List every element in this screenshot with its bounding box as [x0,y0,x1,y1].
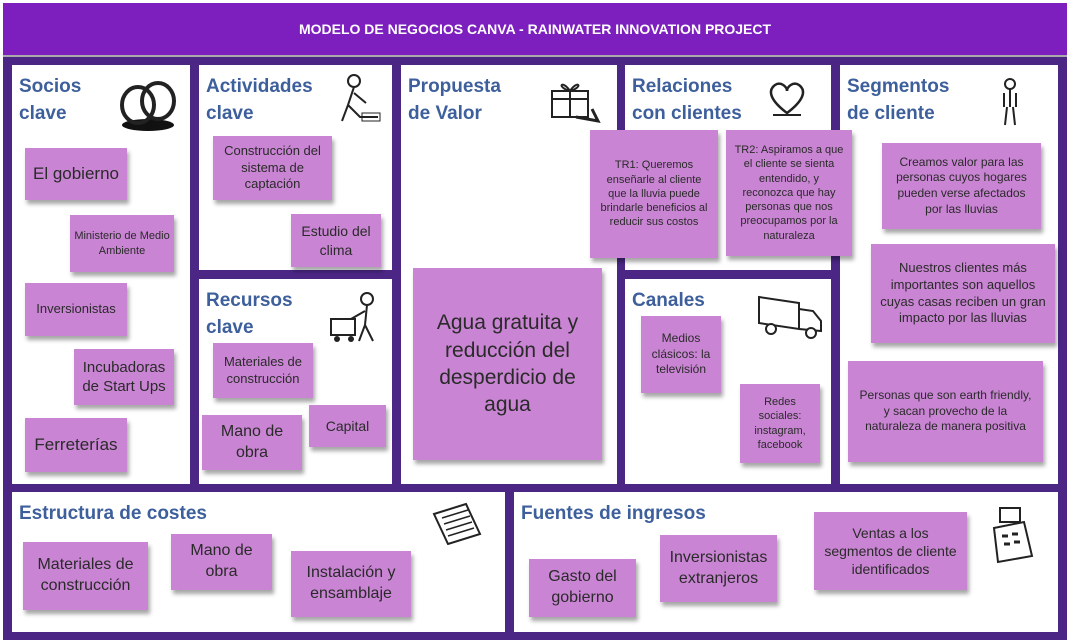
rings-icon [120,81,176,131]
note-incubadoras: Incubadoras de Start Ups [74,349,174,405]
note-construccion: Construcción del sistema de captación [213,136,332,200]
note-instalacion: Instalación y ensamblaje [291,551,411,617]
note-tr2: TR2: Aspiramos a que el cliente se sient… [726,130,852,256]
canvas-title: MODELO DE NEGOCIOS CANVA - RAINWATER INN… [298,21,772,37]
cart-worker-icon [330,292,374,342]
note-costes-materiales: Materiales de construcción [23,542,148,610]
panel-title: Estructura de costes [19,503,207,524]
note-medios-clasicos: Medios clásicos: la televisión [641,316,721,393]
cash-register-icon [992,507,1034,564]
canvas-header: MODELO DE NEGOCIOS CANVA - RAINWATER INN… [3,3,1067,57]
note-clientes-importantes: Nuestros clientes más importantes son aq… [871,244,1055,343]
panel-title: Fuentes de ingresos [521,503,706,524]
note-gasto-gobierno: Gasto del gobierno [529,559,636,617]
note-inversionistas-extranjeros: Inversionistas extranjeros [660,535,777,602]
note-ferreterias: Ferreterías [25,418,127,472]
gift-icon [551,83,601,124]
note-costes-mano-obra: Mano de obra [171,534,272,590]
truck-icon [758,295,822,339]
note-el-gobierno: El gobierno [25,148,127,200]
worker-icon [341,74,381,122]
note-materiales: Materiales de construcción [213,343,313,398]
note-creamos-valor: Creamos valor para las personas cuyos ho… [882,143,1041,229]
note-inversionistas: Inversionistas [25,283,127,336]
note-capital: Capital [309,405,386,447]
heart-icon [769,82,805,116]
person-icon [1003,78,1017,126]
note-estudio-clima: Estudio del clima [291,214,381,267]
note-mano-obra: Mano de obra [202,415,302,470]
note-agua-gratuita: Agua gratuita y reducción del desperdici… [413,268,602,460]
receipt-icon [432,502,482,545]
panel-title: Canales [632,290,705,311]
note-ministerio: Ministerio de Medio Ambiente [70,215,174,272]
note-tr1: TR1: Queremos enseñarle al cliente que l… [590,130,718,258]
note-ventas: Ventas a los segmentos de cliente identi… [814,512,967,590]
note-redes-sociales: Redes sociales: instagram, facebook [740,384,820,463]
note-earth-friendly: Personas que son earth friendly, y sacan… [848,361,1043,462]
